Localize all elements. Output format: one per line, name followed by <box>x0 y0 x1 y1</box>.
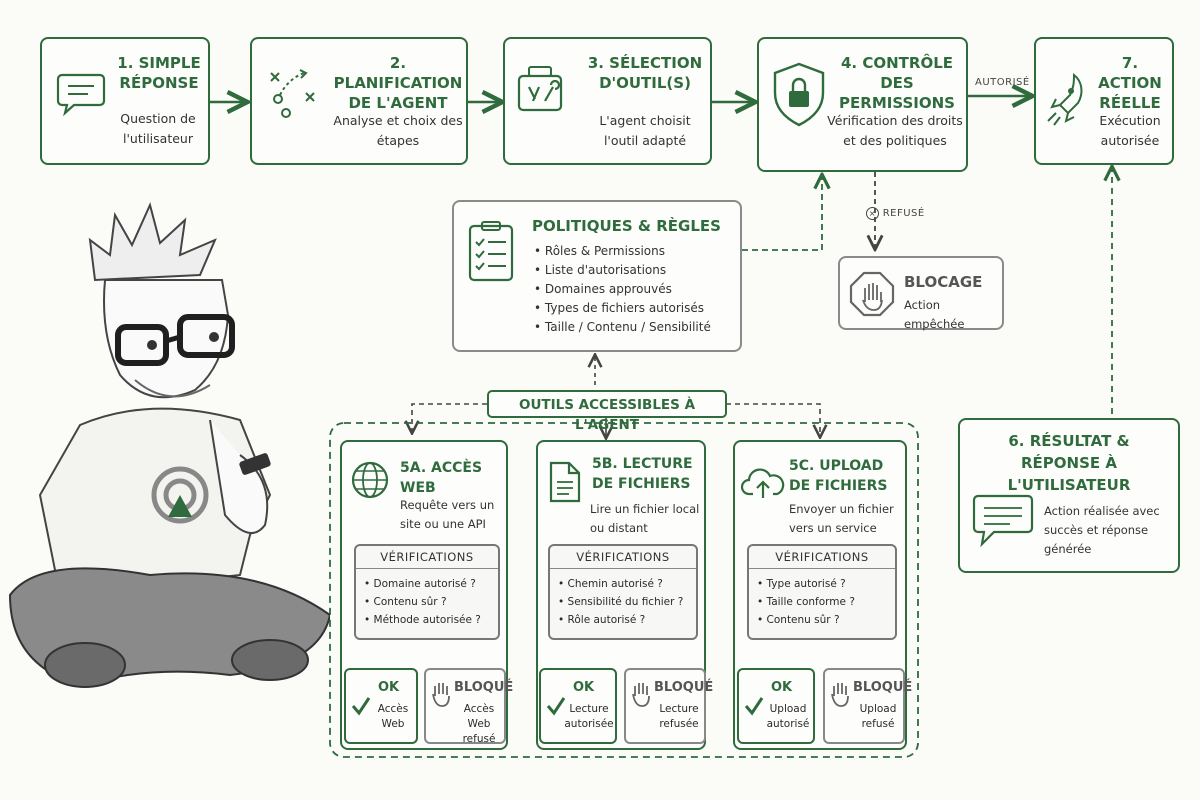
policies-list: Rôles & Permissions Liste d'autorisation… <box>534 242 711 337</box>
step-3-desc: L'agent choisit l'outil adapté <box>599 113 691 148</box>
tool-web-blocked: BLOQUÉ Accès Web refusé <box>424 668 513 745</box>
step-7-desc: Exécution autorisée <box>1099 113 1161 148</box>
check-item: Chemin autorisé ? <box>558 575 696 593</box>
toolbox-icon <box>517 66 563 112</box>
tool-files-ok: OK Lecture autorisée <box>539 668 617 744</box>
policy-item: Types de fichiers autorisés <box>534 299 711 318</box>
policy-item: Liste d'autorisations <box>534 261 711 280</box>
tool-upload-blocked: BLOQUÉ Upload refusé <box>823 668 912 744</box>
step-6-title: 6. RÉSULTAT & RÉPONSE À L'UTILISATEUR <box>1007 432 1131 494</box>
person-illustration <box>8 202 330 688</box>
speech-bubble-icon <box>972 494 1034 548</box>
rocket-icon <box>1047 72 1083 126</box>
refused-x-icon: × <box>866 207 879 220</box>
tool-web-ok: OK Accès Web <box>344 668 418 744</box>
policies-title: POLITIQUES & RÈGLES <box>532 217 721 235</box>
step-2-box: 2. PLANIFICATION DE L'AGENT Analyse et c… <box>250 37 468 165</box>
tools-label-box: OUTILS ACCESSIBLES À L'AGENT <box>487 390 727 433</box>
refused-label: × REFUSÉ <box>866 207 925 220</box>
checkmark-icon <box>744 697 764 716</box>
tools-container <box>329 422 919 758</box>
policy-item: Domaines approuvés <box>534 280 711 299</box>
step-1-box: 1. SIMPLE RÉPONSE Question de l'utilisat… <box>40 37 210 165</box>
step-1-desc: Question de l'utilisateur <box>120 111 196 146</box>
stop-hand-icon <box>849 271 895 317</box>
tool-upload-title: 5C. UPLOAD DE FICHIERS <box>789 458 888 494</box>
hand-icon <box>831 683 849 707</box>
step-7-title: 7. ACTION RÉELLE <box>1098 54 1162 112</box>
policy-item: Rôles & Permissions <box>534 242 711 261</box>
checkmark-icon <box>546 697 566 716</box>
step-4-title: 4. CONTRÔLE DES PERMISSIONS <box>839 54 955 112</box>
policy-item: Taille / Contenu / Sensibilité <box>534 318 711 337</box>
tool-web-checks: VÉRIFICATIONS Domaine autorisé ? Contenu… <box>354 544 500 640</box>
step-3-title: 3. SÉLECTION D'OUTIL(S) <box>587 54 703 92</box>
arrow-policies-permissions <box>742 176 822 251</box>
tool-upload-desc: Envoyer un fichier vers un service <box>789 502 894 535</box>
step-4-desc: Vérification des droits et des politique… <box>827 113 963 148</box>
step-7-box: 7. ACTION RÉELLE Exécution autorisée <box>1034 37 1174 165</box>
tools-label: OUTILS ACCESSIBLES À L'AGENT <box>518 397 696 433</box>
document-icon <box>549 461 581 503</box>
check-item: Méthode autorisée ? <box>364 611 498 629</box>
shield-lock-icon <box>773 62 825 127</box>
blocking-title: BLOCAGE <box>904 273 983 291</box>
check-item: Contenu sûr ? <box>364 593 498 611</box>
step-2-desc: Analyse et choix des étapes <box>333 113 463 148</box>
tool-files-title: 5B. LECTURE DE FICHIERS <box>592 456 693 492</box>
step-6-box: 6. RÉSULTAT & RÉPONSE À L'UTILISATEUR Ac… <box>958 418 1180 573</box>
globe-icon <box>351 461 389 499</box>
checks-title: VÉRIFICATIONS <box>550 546 696 569</box>
clipboard-checklist-icon <box>468 221 514 282</box>
check-item: Sensibilité du fichier ? <box>558 593 696 611</box>
checks-title: VÉRIFICATIONS <box>356 546 498 569</box>
cloud-upload-icon <box>741 468 785 498</box>
policies-box: POLITIQUES & RÈGLES Rôles & Permissions … <box>452 200 742 352</box>
authorized-label: AUTORISÉ <box>975 77 1030 88</box>
step-3-box: 3. SÉLECTION D'OUTIL(S) L'agent choisit … <box>503 37 712 165</box>
check-item: Contenu sûr ? <box>757 611 895 629</box>
step-4-box: 4. CONTRÔLE DES PERMISSIONS Vérification… <box>757 37 968 172</box>
hand-icon <box>432 683 450 707</box>
checkmark-icon <box>351 697 371 716</box>
checks-title: VÉRIFICATIONS <box>749 546 895 569</box>
speech-bubble-icon <box>56 73 106 117</box>
check-item: Rôle autorisé ? <box>558 611 696 629</box>
strategy-plan-icon <box>270 69 315 118</box>
tool-upload-checks: VÉRIFICATIONS Type autorisé ? Taille con… <box>747 544 897 640</box>
blocking-box: BLOCAGE Action empêchée <box>838 256 1004 331</box>
tool-files-desc: Lire un fichier local ou distant <box>590 502 700 535</box>
step-2-title: 2. PLANIFICATION DE L'AGENT <box>333 54 463 112</box>
check-item: Domaine autorisé ? <box>364 575 498 593</box>
tool-upload-ok: OK Upload autorisé <box>737 668 815 744</box>
check-item: Type autorisé ? <box>757 575 895 593</box>
step-1-title: 1. SIMPLE RÉPONSE <box>117 54 201 92</box>
tool-web-desc: Requête vers un site ou une API <box>400 498 495 531</box>
blocking-desc: Action empêchée <box>904 298 965 331</box>
hand-icon <box>632 683 650 707</box>
tool-files-blocked: BLOQUÉ Lecture refusée <box>624 668 713 744</box>
tool-web-title: 5A. ACCÈS WEB <box>400 460 483 496</box>
check-item: Taille conforme ? <box>757 593 895 611</box>
step-6-desc: Action réalisée avec succès et réponse g… <box>1044 504 1160 556</box>
tool-files-checks: VÉRIFICATIONS Chemin autorisé ? Sensibil… <box>548 544 698 640</box>
